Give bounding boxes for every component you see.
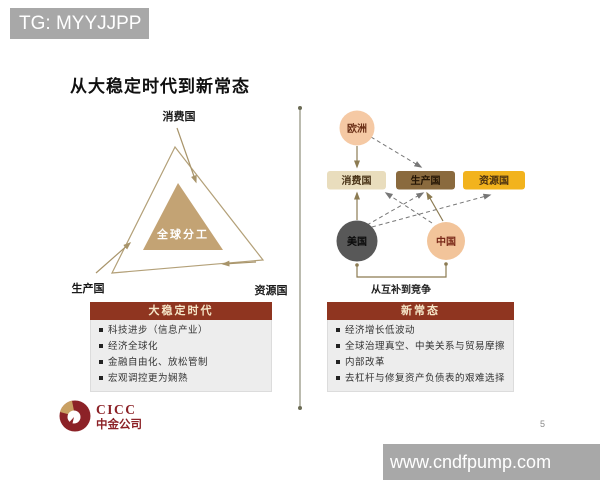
bullet-item: 经济全球化 [99,342,263,353]
resource-box [463,171,525,190]
cicc-logo-text: CICC [96,402,137,417]
bracket-dot-right [444,262,448,266]
flow-arrow-left-side [95,242,132,274]
watermark-url-text: www.cndfpump.com [390,452,552,472]
arrow-usa-to-producer [366,192,425,226]
arrow-china-to-producer [426,191,444,222]
bullet-square-icon [336,359,340,364]
bullet-square-icon [336,375,340,380]
arrow-usa-to-resource [371,193,492,228]
cicc-logo-cn-text: 中金公司 [96,417,142,431]
global-division-label: 全球分工 [156,227,209,241]
usa-node [336,220,378,262]
europe-label: 欧洲 [347,122,367,135]
panel-new-normal-title: 新常态 [327,302,514,320]
divider-line [298,106,302,410]
bullet-item: 经济增长低波动 [336,326,505,337]
telegram-watermark-banner: TG: MYYJJPP [10,8,149,39]
triangle-diagram: 全球分工 消费国 生产国 资源国 [72,109,288,297]
flow-arrow-bottom [221,260,257,267]
producer-box [396,171,455,190]
panel-great-moderation: 大稳定时代 科技进步（信息产业） 经济全球化 金融自由化、放松管制 宏观调控更为… [90,302,272,392]
europe-node [339,110,375,146]
resource-node-label: 资源国 [255,283,288,297]
producer-box-label: 生产国 [411,174,441,187]
network-diagram: 欧洲 消费国 生产国 资源国 美国 中国 从互补到竞争 [327,110,525,296]
arrow-china-to-consumer [384,192,433,224]
triangle-outline [110,145,265,274]
bullet-square-icon [99,343,103,348]
resource-box-label: 资源国 [479,174,509,187]
bracket-dot-left [355,263,359,267]
flow-arrow-right-side [176,127,197,184]
bullet-square-icon [336,328,340,332]
producer-node-label: 生产国 [72,281,105,295]
bullet-item: 内部改革 [336,358,505,369]
china-label: 中国 [436,235,456,248]
bullet-square-icon [99,375,103,380]
page-number: 5 [540,419,546,429]
telegram-watermark-text: TG: MYYJJPP [19,13,142,34]
panel-new-normal-body: 经济增长低波动 全球治理真空、中美关系与贸易摩擦 内部改革 去杠杆与修复资产负债… [327,320,514,392]
bullet-item: 金融自由化、放松管制 [99,358,263,369]
bullet-item: 去杠杆与修复资产负债表的艰难选择 [336,374,505,385]
bullet-item: 宏观调控更为娴熟 [99,374,263,385]
bullet-square-icon [336,343,340,348]
competition-caption: 从互补到竞争 [371,283,431,296]
bullet-square-icon [99,359,103,364]
panel-great-moderation-title: 大稳定时代 [90,302,272,320]
slide-title: 从大稳定时代到新常态 [70,77,250,96]
china-node [427,222,465,260]
consumer-node-label: 消费国 [163,109,196,123]
panel-new-normal: 新常态 经济增长低波动 全球治理真空、中美关系与贸易摩擦 内部改革 去杠杆与修复… [327,302,514,392]
bullet-item: 科技进步（信息产业） [99,326,263,337]
watermark-banner: www.cndfpump.com [383,444,600,480]
usa-china-bracket [356,264,447,278]
cicc-logo: CICC 中金公司 [59,400,142,432]
bullet-square-icon [99,328,103,332]
inner-triangle [143,183,223,250]
consumer-box [327,171,386,190]
panel-great-moderation-body: 科技进步（信息产业） 经济全球化 金融自由化、放松管制 宏观调控更为娴熟 [90,320,272,392]
bullet-item: 全球治理真空、中美关系与贸易摩擦 [336,342,505,353]
arrow-europe-to-producer [370,136,423,168]
consumer-box-label: 消费国 [342,174,372,187]
usa-label: 美国 [347,235,367,248]
